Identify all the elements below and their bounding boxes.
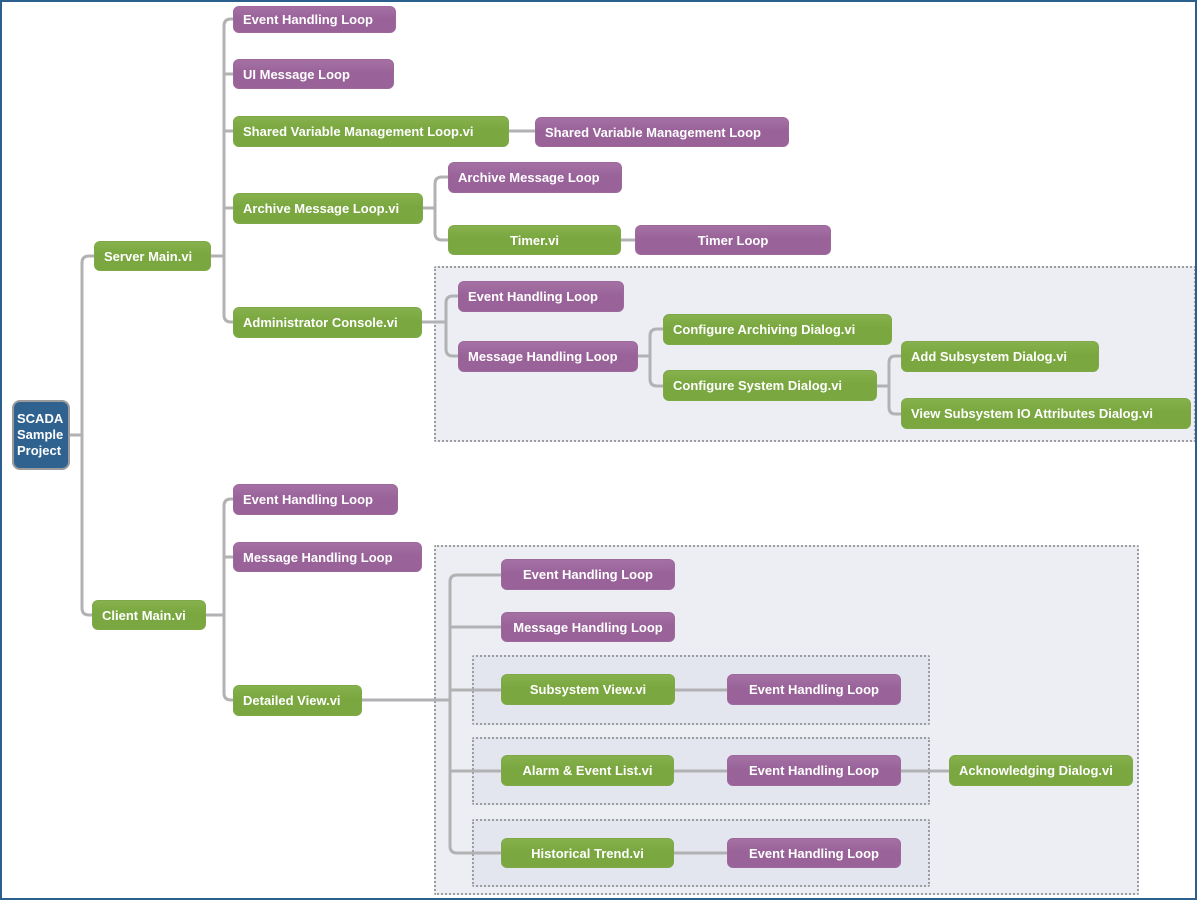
node-server-event-handling-loop: Event Handling Loop — [233, 6, 396, 33]
connector-client-trunk — [205, 497, 233, 702]
connector-archive-trunk — [423, 175, 448, 242]
node-client-message-handling-loop: Message Handling Loop — [233, 542, 422, 572]
node-admin-event-handling-loop: Event Handling Loop — [458, 281, 624, 312]
node-configure-archiving-dialog-vi: Configure Archiving Dialog.vi — [663, 314, 892, 345]
connector-configure-system-trunk — [877, 354, 901, 416]
node-shared-variable-management-loop-vi: Shared Variable Management Loop.vi — [233, 116, 509, 147]
node-archive-message-loop: Archive Message Loop — [448, 162, 622, 193]
connector-admin-trunk — [422, 294, 458, 358]
node-subsystem-event-handling-loop: Event Handling Loop — [727, 674, 901, 705]
node-scada-sample-project: SCADA Sample Project — [12, 400, 70, 470]
node-admin-message-handling-loop: Message Handling Loop — [458, 341, 638, 372]
connector-msg-handling-trunk — [638, 327, 663, 388]
node-client-event-handling-loop: Event Handling Loop — [233, 484, 398, 515]
node-ui-message-loop: UI Message Loop — [233, 59, 394, 89]
node-server-main-vi: Server Main.vi — [94, 241, 211, 271]
node-client-main-vi: Client Main.vi — [92, 600, 206, 630]
node-historical-trend-event-handling-loop: Event Handling Loop — [727, 838, 901, 868]
node-detailed-view-message-handling-loop: Message Handling Loop — [501, 612, 675, 642]
connector-detailed-view-trunk — [362, 573, 501, 855]
node-acknowledging-dialog-vi: Acknowledging Dialog.vi — [949, 755, 1133, 786]
node-configure-system-dialog-vi: Configure System Dialog.vi — [663, 370, 877, 401]
node-alarm-event-list-vi: Alarm & Event List.vi — [501, 755, 674, 786]
connector-server-trunk — [211, 17, 233, 324]
connector-root-trunk — [70, 254, 94, 617]
node-add-subsystem-dialog-vi: Add Subsystem Dialog.vi — [901, 341, 1099, 372]
node-subsystem-view-vi: Subsystem View.vi — [501, 674, 675, 705]
node-view-subsystem-io-attributes-dialog-vi: View Subsystem IO Attributes Dialog.vi — [901, 398, 1191, 429]
node-detailed-view-vi: Detailed View.vi — [233, 685, 362, 716]
node-historical-trend-vi: Historical Trend.vi — [501, 838, 674, 868]
node-archive-message-loop-vi: Archive Message Loop.vi — [233, 193, 423, 224]
node-timer-loop: Timer Loop — [635, 225, 831, 255]
node-alarm-event-handling-loop: Event Handling Loop — [727, 755, 901, 786]
node-detailed-view-event-handling-loop: Event Handling Loop — [501, 559, 675, 590]
node-timer-vi: Timer.vi — [448, 225, 621, 255]
node-shared-variable-management-loop: Shared Variable Management Loop — [535, 117, 789, 147]
node-administrator-console-vi: Administrator Console.vi — [233, 307, 422, 338]
